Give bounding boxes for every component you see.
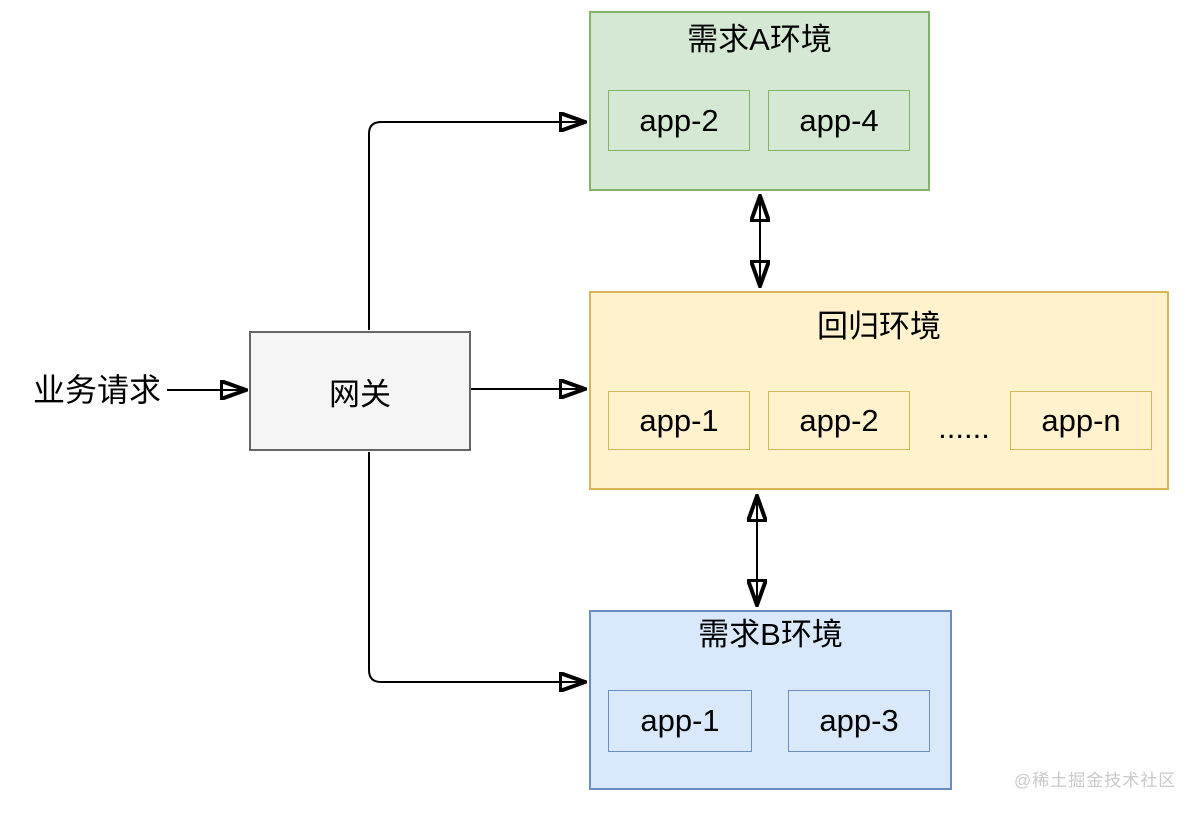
regression-env-title: 回归环境 (817, 309, 941, 344)
app-label: app-1 (639, 402, 719, 438)
watermark-label: @稀土掘金技术社区 (1014, 771, 1177, 790)
env-b-app-1-box: app-1 (608, 690, 752, 752)
env-b-box: 需求B环境 app-1 app-3 (589, 610, 952, 790)
env-a-app-2-box: app-2 (608, 90, 750, 151)
business-request-label: 业务请求 (33, 372, 162, 408)
regression-env-box: 回归环境 app-1 app-2 ...... app-n (589, 291, 1169, 490)
env-b-app-3-box: app-3 (788, 690, 930, 752)
arrow-gateway-to-env-b (368, 452, 585, 682)
env-a-box: 需求A环境 app-2 app-4 (589, 11, 930, 191)
gateway-node: 网关 (249, 331, 471, 451)
app-label: app-1 (640, 703, 720, 738)
env-a-title: 需求A环境 (687, 22, 832, 57)
app-label: app-2 (799, 402, 879, 438)
regression-app-1-box: app-1 (608, 391, 750, 450)
gateway-label: 网关 (329, 376, 391, 412)
arrow-gateway-to-env-a (368, 122, 585, 330)
app-label: app-n (1041, 402, 1121, 438)
env-a-app-4-box: app-4 (768, 90, 910, 151)
app-label: app-4 (799, 102, 879, 138)
regression-ellipsis: ...... (938, 410, 990, 445)
regression-app-n-box: app-n (1010, 391, 1152, 450)
regression-app-2-box: app-2 (768, 391, 910, 450)
env-b-title: 需求B环境 (698, 617, 843, 652)
app-label: app-3 (819, 703, 899, 738)
app-label: app-2 (639, 102, 719, 138)
